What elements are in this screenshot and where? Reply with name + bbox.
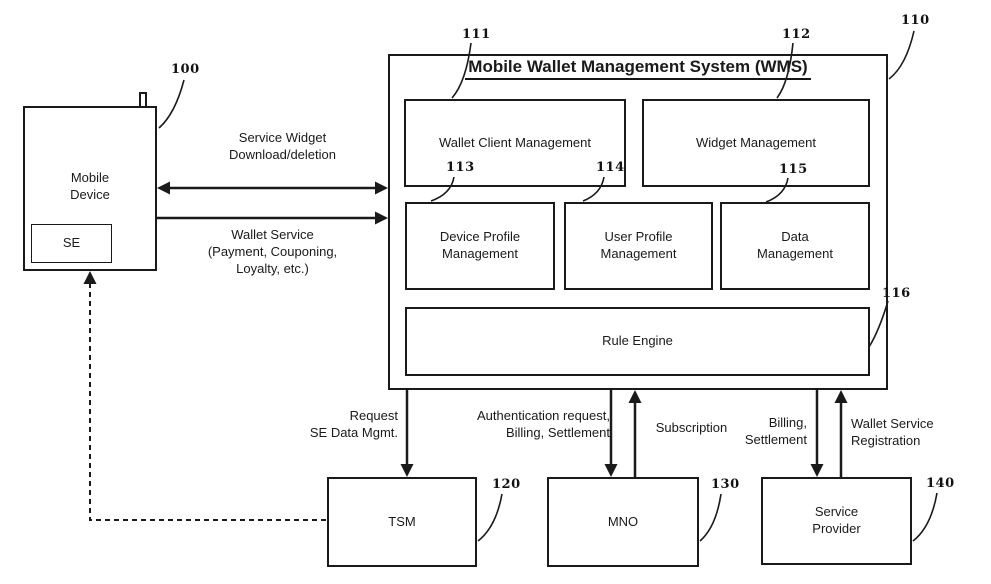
auth-edge-label: Authentication request, Billing, Settlem… <box>477 408 610 441</box>
ref-113: 113 <box>446 160 475 175</box>
mobile-device-label-line1: Mobile <box>70 170 110 185</box>
se-box: SE <box>31 224 112 263</box>
wallet-service-edge-label: Wallet Service (Payment, Couponing, Loya… <box>207 227 338 277</box>
service-widget-arrowhead-right <box>375 181 388 195</box>
leader-140 <box>912 492 938 542</box>
user-profile-management-box: User Profile Management <box>564 202 713 290</box>
ref-116: 116 <box>882 286 911 301</box>
ref-130: 130 <box>711 477 740 492</box>
leader-120 <box>477 493 503 542</box>
mno-wms-arrowhead <box>628 390 642 403</box>
wms-tsm-arrowhead <box>400 464 414 477</box>
widget-management-box: Widget Management <box>642 99 870 187</box>
leader-110 <box>888 30 915 80</box>
tsm-box: TSM <box>327 477 477 567</box>
ref-100: 100 <box>171 62 200 77</box>
wallet-client-management-box: Wallet Client Management <box>404 99 626 187</box>
wms-title: Mobile Wallet Management System (WMS) <box>388 57 888 80</box>
ref-110: 110 <box>901 13 930 28</box>
rule-engine-box: Rule Engine <box>405 307 870 376</box>
device-profile-management-box: Device Profile Management <box>405 202 555 290</box>
ref-140: 140 <box>926 476 955 491</box>
service-widget-arrowhead-left <box>157 181 170 195</box>
ref-112: 112 <box>782 27 811 42</box>
tsm-se-dashed-line <box>89 283 327 521</box>
leader-130 <box>699 493 722 542</box>
sp-wms-arrowhead <box>834 390 848 403</box>
mobile-device-label-line2: Device <box>70 186 110 202</box>
wms-sp-arrowhead <box>810 464 824 477</box>
se-label: SE <box>62 235 81 251</box>
data-management-box: Data Management <box>720 202 870 290</box>
registration-edge-label: Wallet Service Registration <box>851 416 934 449</box>
leader-100 <box>158 79 185 129</box>
wms-mno-arrowhead <box>604 464 618 477</box>
ref-115: 115 <box>779 162 808 177</box>
wallet-service-arrowhead <box>375 211 388 225</box>
request-se-edge-label: Request SE Data Mgmt. <box>309 408 398 441</box>
subscription-edge-label: Subscription <box>655 420 728 435</box>
service-provider-box: Service Provider <box>761 477 912 565</box>
service-widget-edge-label: Service Widget Download/deletion <box>229 130 336 163</box>
ref-120: 120 <box>492 477 521 492</box>
mno-box: MNO <box>547 477 699 567</box>
tsm-se-arrowhead <box>83 271 97 284</box>
ref-111: 111 <box>462 27 491 42</box>
ref-114: 114 <box>596 160 625 175</box>
billing-edge-label: Billing, Settlement <box>744 415 807 448</box>
